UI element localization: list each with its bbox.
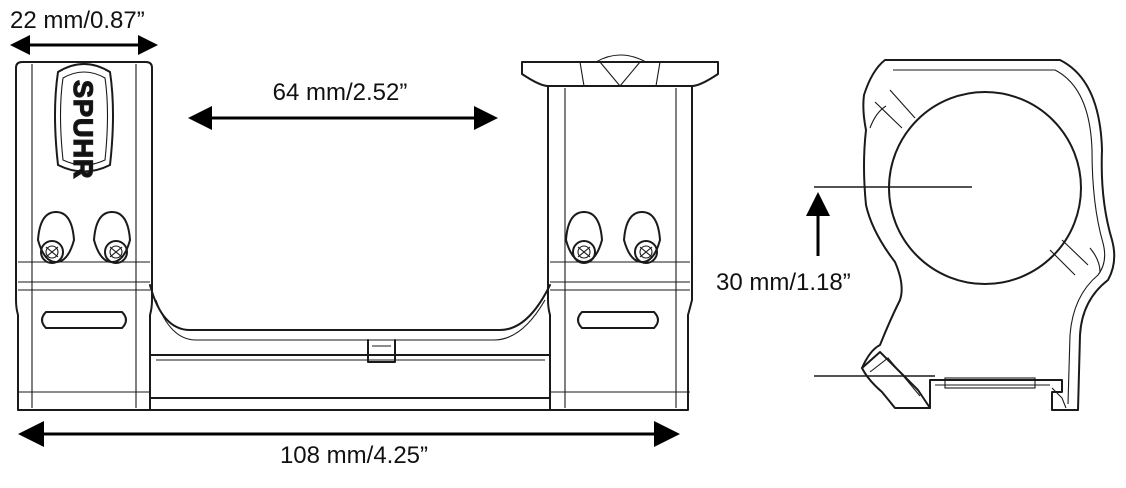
screw-boss-right-2 [623,211,661,263]
screw-boss-left-2 [93,211,131,263]
center-bridge [149,284,551,411]
screw-boss-left-1 [37,211,75,263]
dimension-label-center-height: 30 mm/1.18” [716,269,851,296]
dimension-ring-spacing: 64 mm/2.52” [188,79,498,130]
dimension-clamp-width: 22 mm/0.87” [10,7,158,55]
screw-icon [572,240,596,264]
lower-slot [41,311,127,329]
recoil-lug [367,339,396,363]
left-ring-side-view: SPUHR [15,61,153,411]
dimension-center-height: 30 mm/1.18” [716,186,972,377]
end-view [861,59,1116,411]
lower-slot [577,311,659,329]
screw-icon [634,240,658,264]
dimension-total-length: 108 mm/4.25” [18,421,680,469]
dimension-label-clamp-width: 22 mm/0.87” [10,7,145,34]
screw-icon [40,240,64,264]
logo-plate [54,63,114,173]
screw-boss-right-1 [565,211,603,263]
dimension-label-ring-spacing: 64 mm/2.52” [273,79,408,106]
spuhr-logo: SPUHR [68,80,98,180]
rail-clamp [861,351,931,409]
right-ring-side-view [521,54,719,411]
tube-bore [888,91,1082,285]
dimension-label-total-length: 108 mm/4.25” [280,442,428,469]
screw-icon [104,240,128,264]
